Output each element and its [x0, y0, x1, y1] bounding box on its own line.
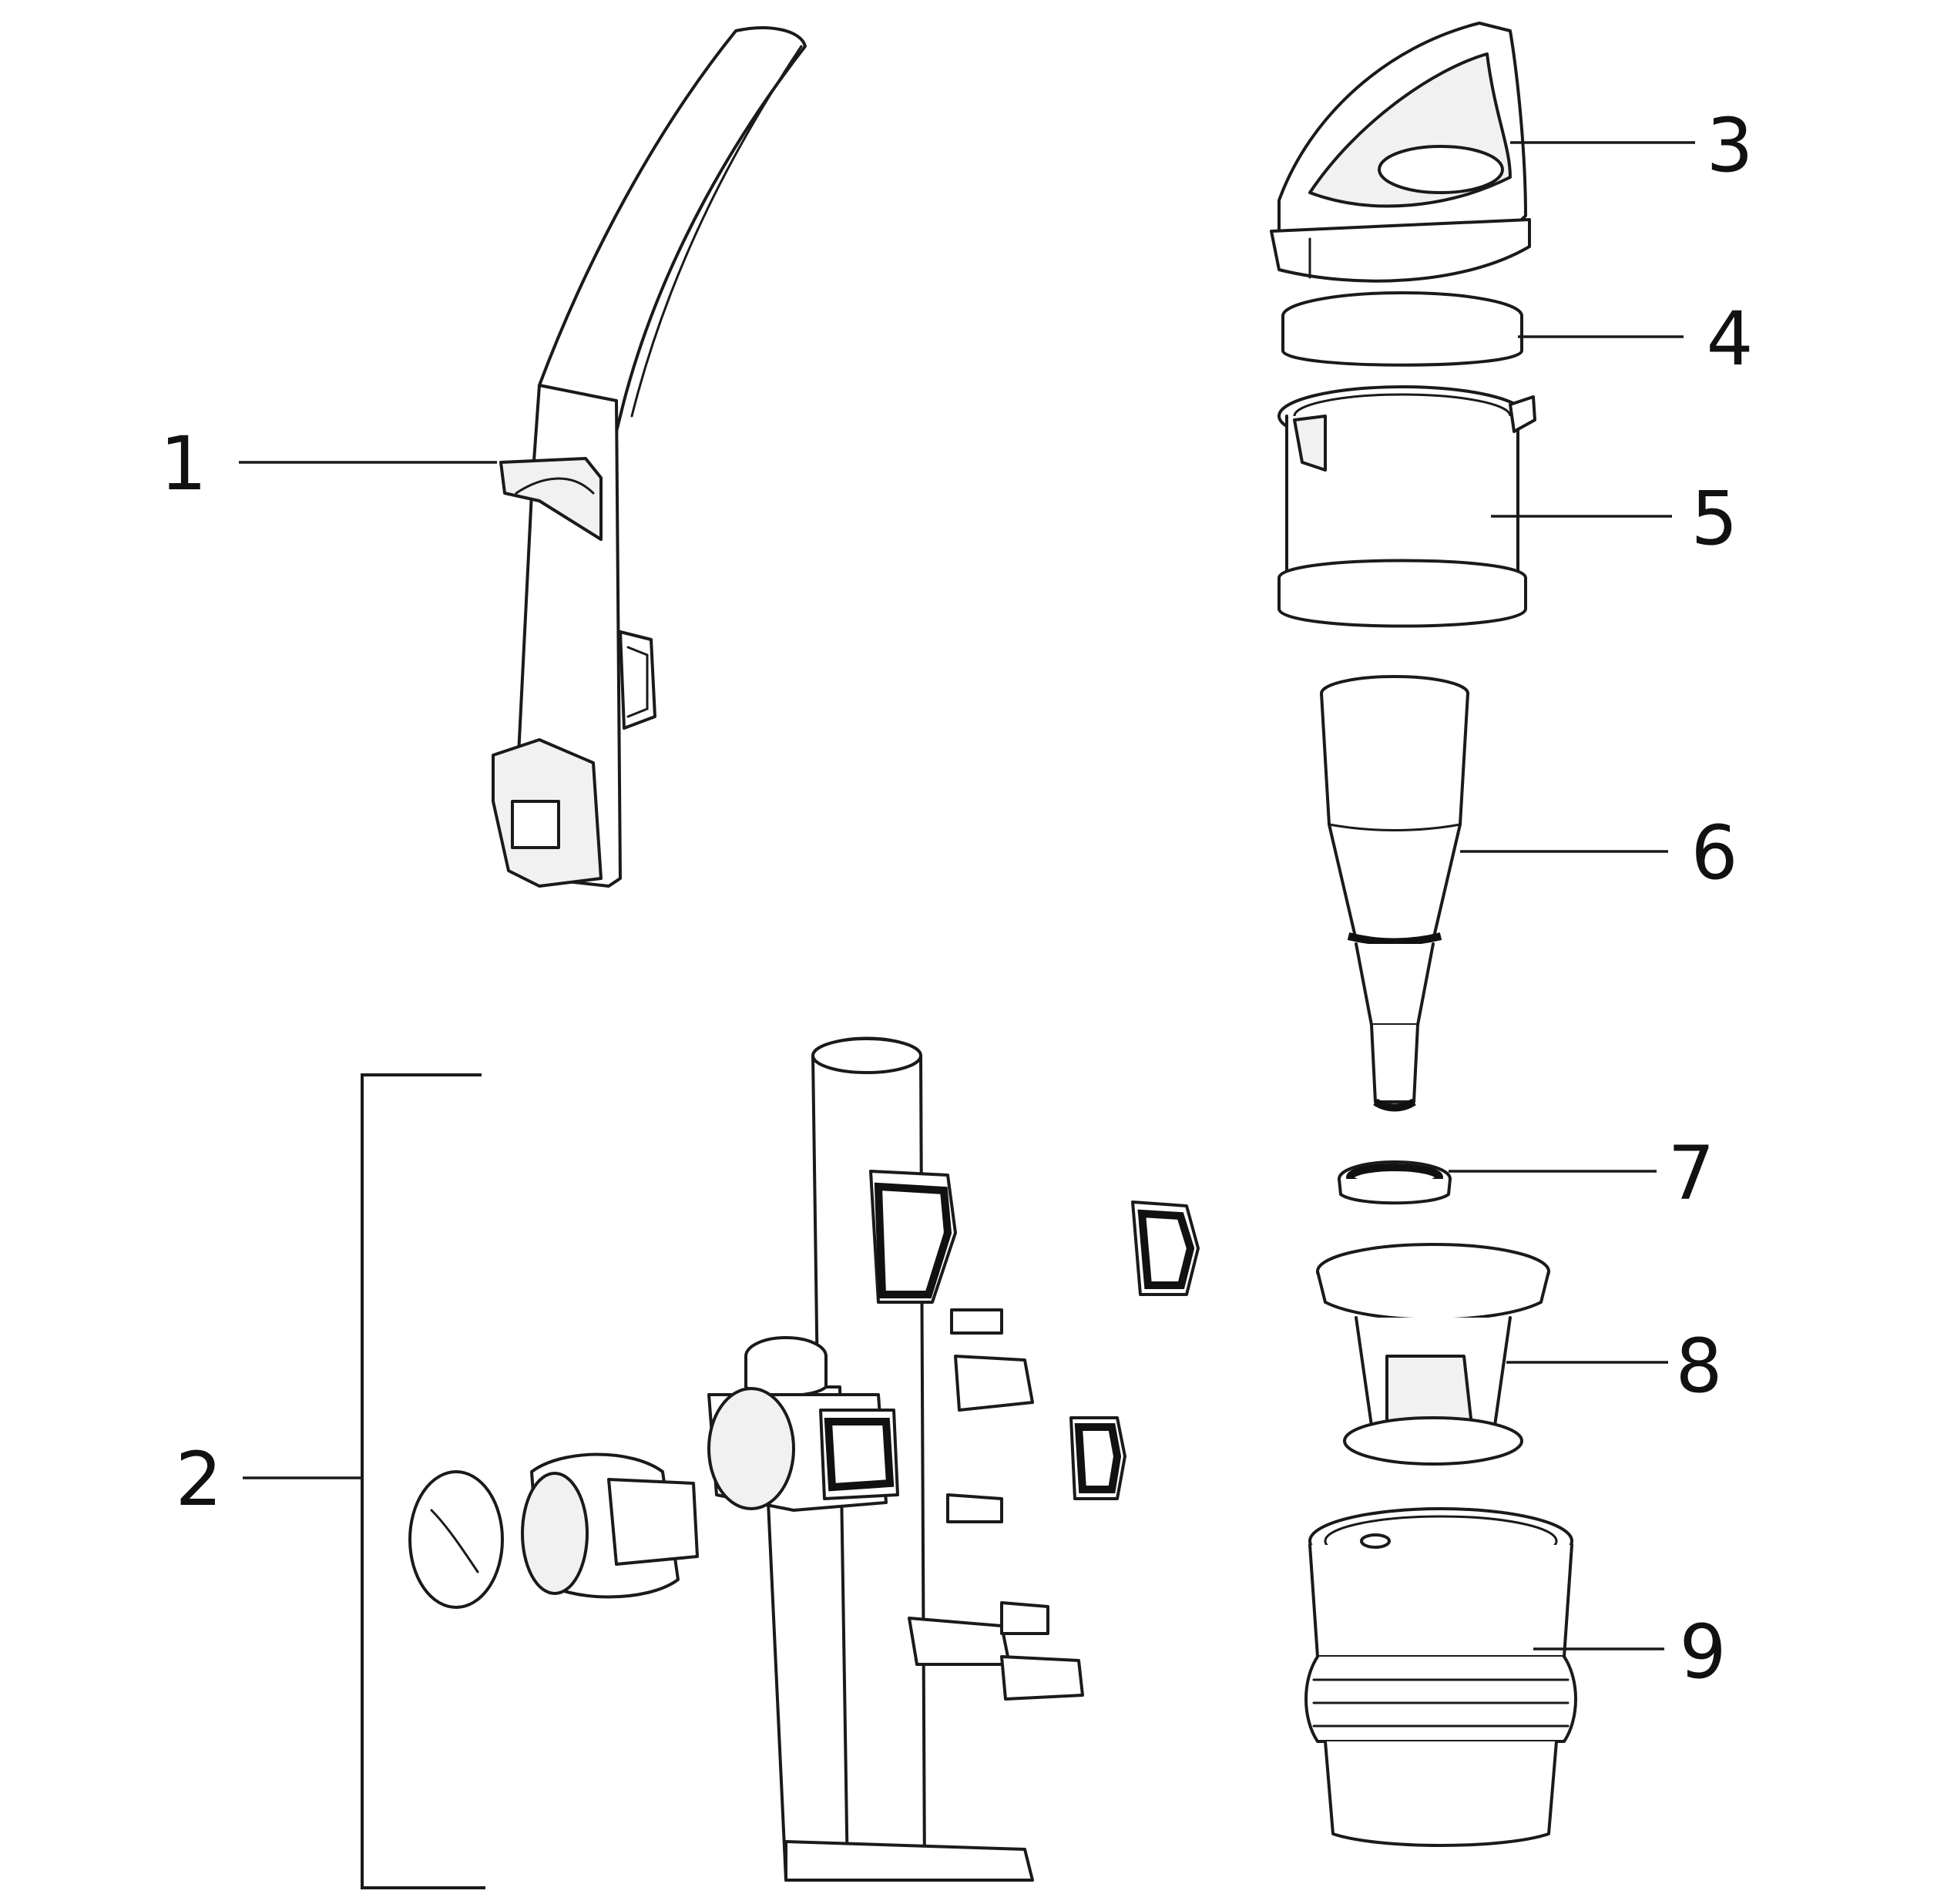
callout-8: 8: [1675, 1323, 1722, 1409]
callout-6: 6: [1690, 810, 1737, 896]
part-6-cone: [1320, 675, 1469, 1112]
callout-7: 7: [1667, 1130, 1714, 1217]
part-5-dust-cup: [1277, 385, 1536, 628]
callout-1: 1: [159, 421, 206, 507]
callout-9: 9: [1679, 1609, 1726, 1695]
callout-4: 4: [1706, 296, 1753, 382]
part-1-handle: [492, 26, 807, 888]
part-3-lid: [1270, 22, 1531, 283]
assembly-2-bracket: [361, 1073, 485, 1889]
leader-lines: [239, 141, 1695, 1650]
callout-5: 5: [1690, 475, 1737, 562]
part-4-filter: [1281, 291, 1523, 367]
callout-2: 2: [175, 1436, 222, 1523]
part-2-body-assembly: [408, 1036, 1200, 1882]
part-7-seal: [1338, 1160, 1452, 1205]
callout-numbers: 1 2 3 4 5 6 7 8 9: [159, 102, 1753, 1695]
callout-3: 3: [1706, 102, 1753, 189]
part-9-bottom-housing: [1304, 1507, 1577, 1847]
part-8-filter-housing: [1316, 1243, 1550, 1466]
